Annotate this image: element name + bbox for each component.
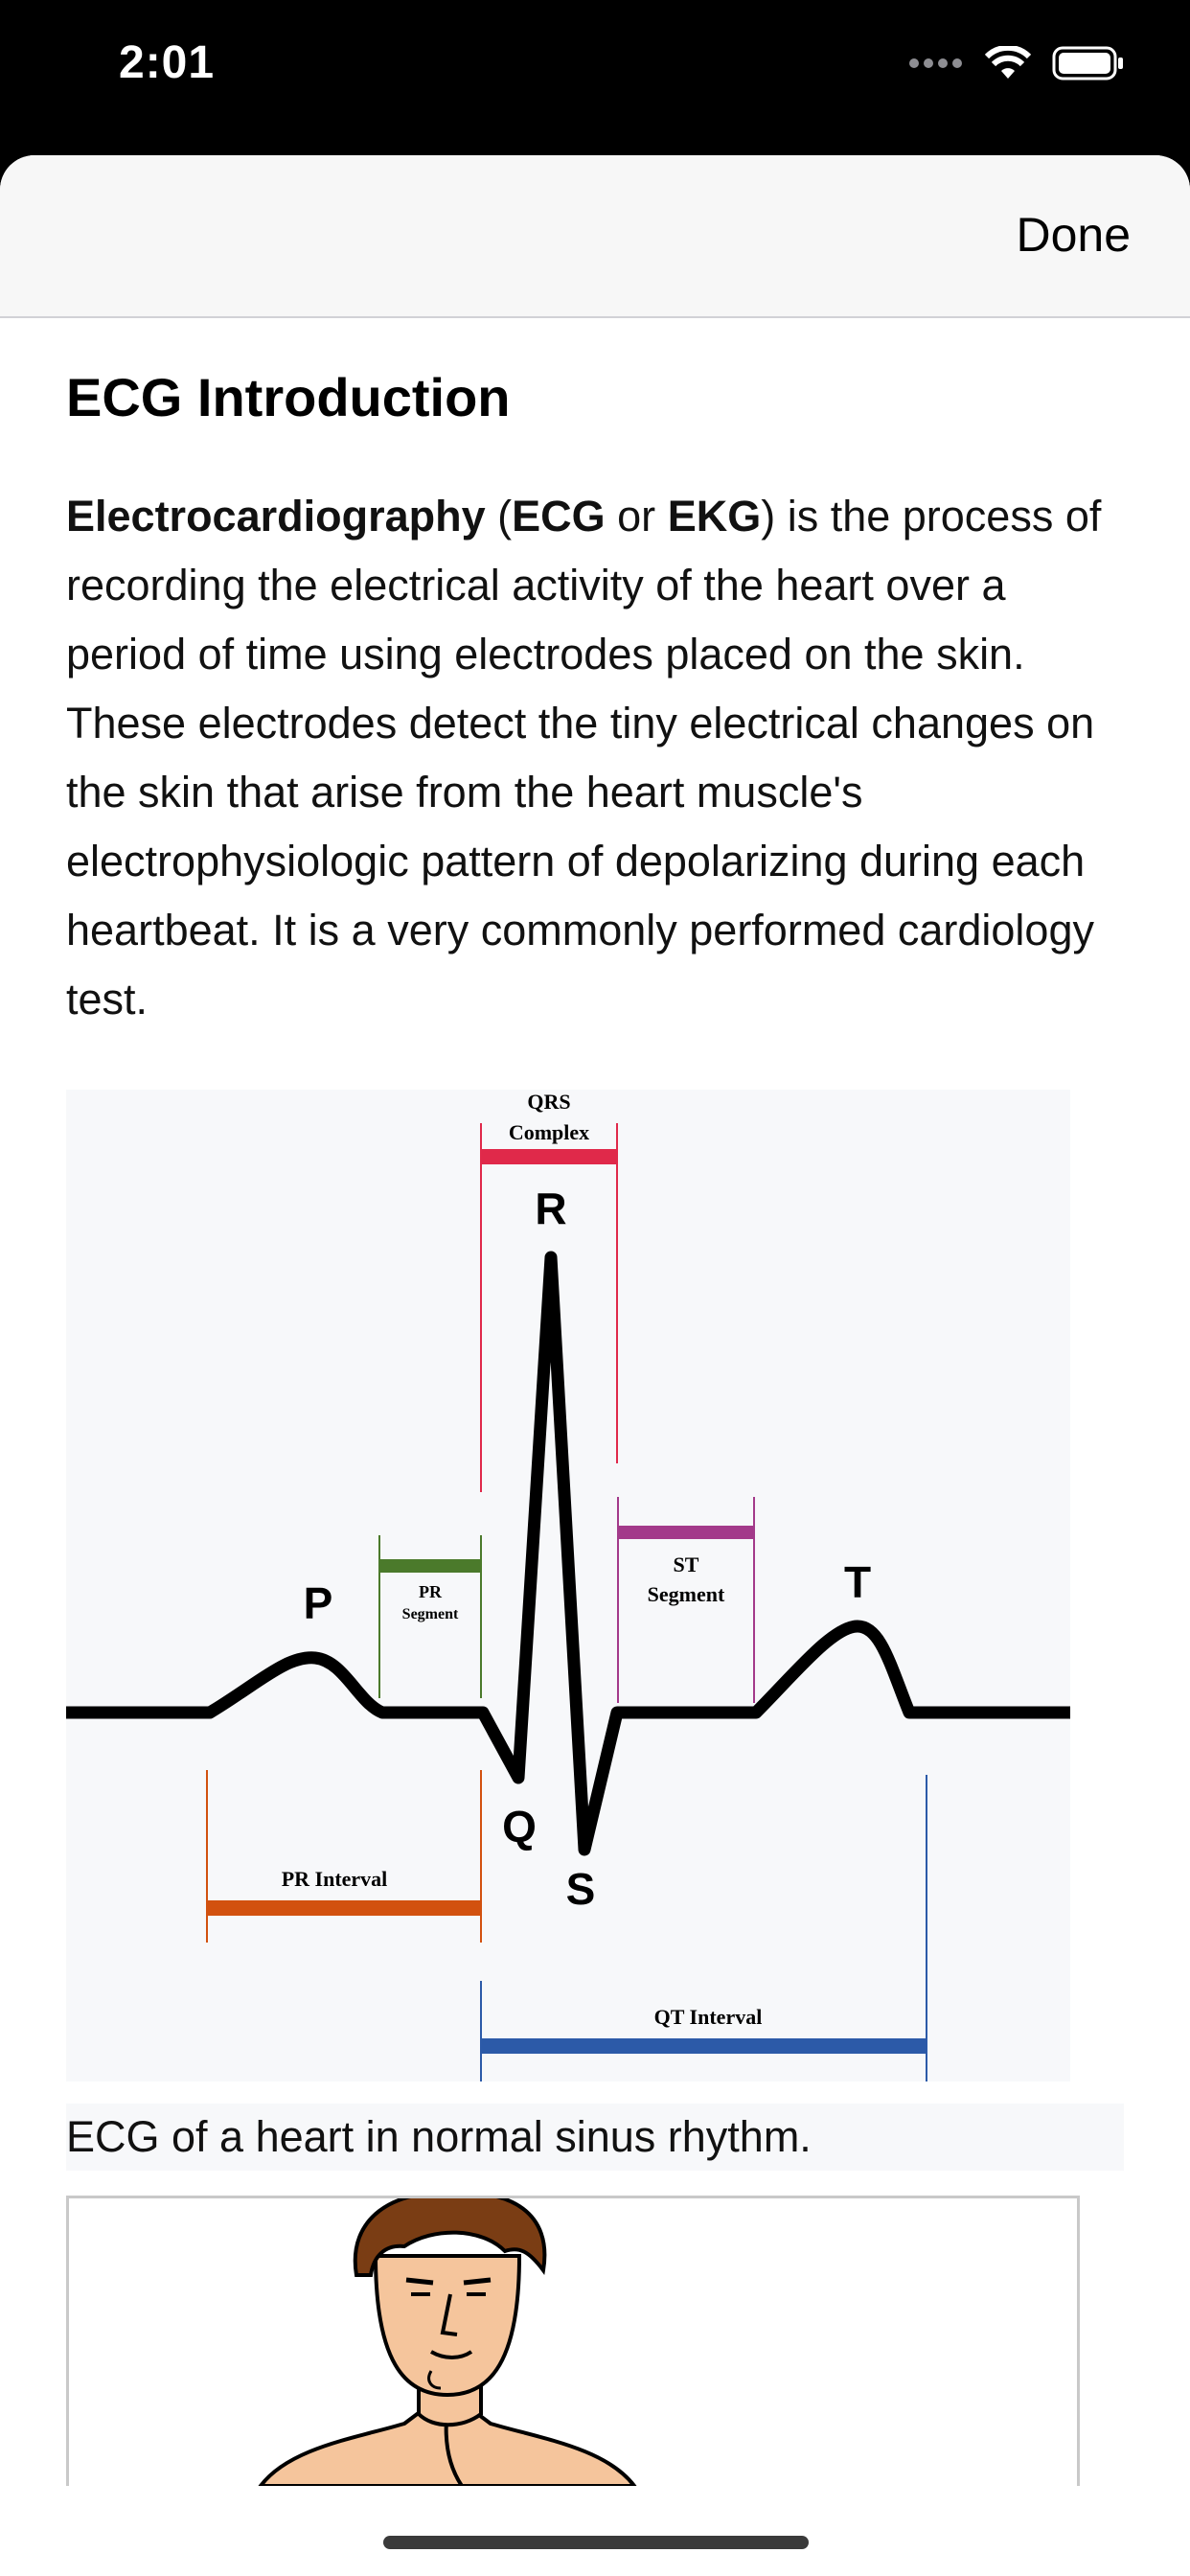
done-button[interactable]: Done bbox=[1016, 208, 1131, 262]
intro-rest: ) is the process of recording the electr… bbox=[66, 492, 1102, 1024]
home-indicator[interactable] bbox=[383, 2536, 809, 2549]
pr-segment-label-2: Segment bbox=[402, 1606, 459, 1622]
wifi-icon bbox=[985, 46, 1031, 79]
pr-interval-label: PR Interval bbox=[282, 1867, 388, 1891]
modal-sheet: Done ECG Introduction Electrocardiograph… bbox=[0, 155, 1190, 2576]
article-content: ECG Introduction Electrocardiography (EC… bbox=[66, 366, 1124, 1034]
intro-abbr-ekg: EKG bbox=[667, 492, 762, 540]
qrs-label-2: Complex bbox=[509, 1120, 589, 1144]
status-icons bbox=[908, 46, 1125, 80]
st-segment-label-1: ST bbox=[674, 1552, 699, 1576]
intro-or: or bbox=[605, 492, 668, 540]
wave-label-r: R bbox=[535, 1184, 566, 1233]
ecg-diagram: QRS Complex PR Segment ST Segment PR Int… bbox=[59, 1090, 1077, 2082]
page-title: ECG Introduction bbox=[66, 367, 511, 427]
qrs-label-1: QRS bbox=[527, 1090, 570, 1114]
intro-abbr-ecg: ECG bbox=[512, 492, 606, 540]
status-time: 2:01 bbox=[119, 37, 216, 88]
nav-bar: Done bbox=[0, 155, 1190, 318]
pr-segment-label-1: PR bbox=[419, 1582, 443, 1601]
intro-open-paren: ( bbox=[485, 492, 513, 540]
intro-term: Electrocardiography bbox=[66, 492, 486, 540]
wave-label-q: Q bbox=[502, 1802, 537, 1852]
wave-label-p: P bbox=[304, 1578, 333, 1628]
ecg-trace bbox=[59, 1251, 1077, 1856]
human-torso-illustration-icon bbox=[258, 2198, 637, 2486]
battery-icon bbox=[1052, 46, 1123, 80]
status-bar: 2:01 bbox=[0, 0, 1190, 153]
signal-dots-icon bbox=[909, 58, 962, 68]
human-torso-figure bbox=[66, 2196, 1080, 2486]
qt-interval-label: QT Interval bbox=[654, 2005, 763, 2029]
wave-label-s: S bbox=[566, 1864, 596, 1914]
wave-label-t: T bbox=[844, 1557, 871, 1607]
figure-caption: ECG of a heart in normal sinus rhythm. bbox=[66, 2104, 1124, 2171]
ecg-diagram-svg: QRS Complex PR Segment ST Segment PR Int… bbox=[59, 1090, 1077, 2082]
st-segment-label-2: Segment bbox=[648, 1582, 725, 1606]
intro-paragraph: Electrocardiography (ECG or EKG) is the … bbox=[66, 482, 1124, 1034]
